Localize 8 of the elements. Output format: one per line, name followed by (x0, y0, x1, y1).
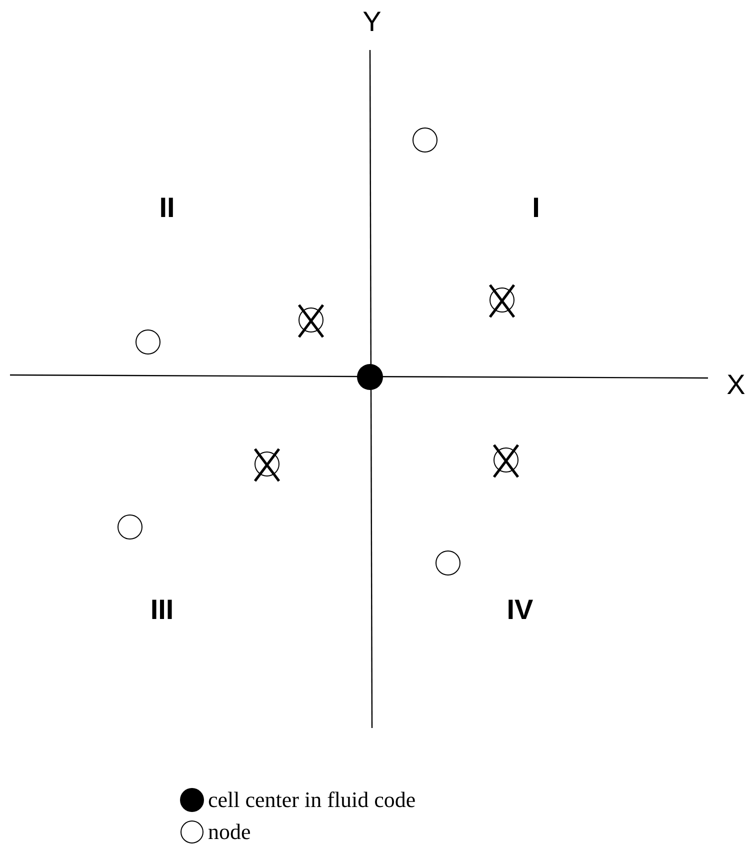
axis-label: X (726, 371, 746, 399)
legend-text: cell center in fluid code (208, 789, 416, 811)
axis-label: Y (362, 8, 382, 36)
quadrant-label: II (159, 194, 175, 222)
quadrant-label: I (532, 194, 540, 222)
legend-text: node (208, 821, 251, 843)
quadrant-label: IV (506, 596, 534, 624)
quadrant-label: III (150, 596, 174, 624)
